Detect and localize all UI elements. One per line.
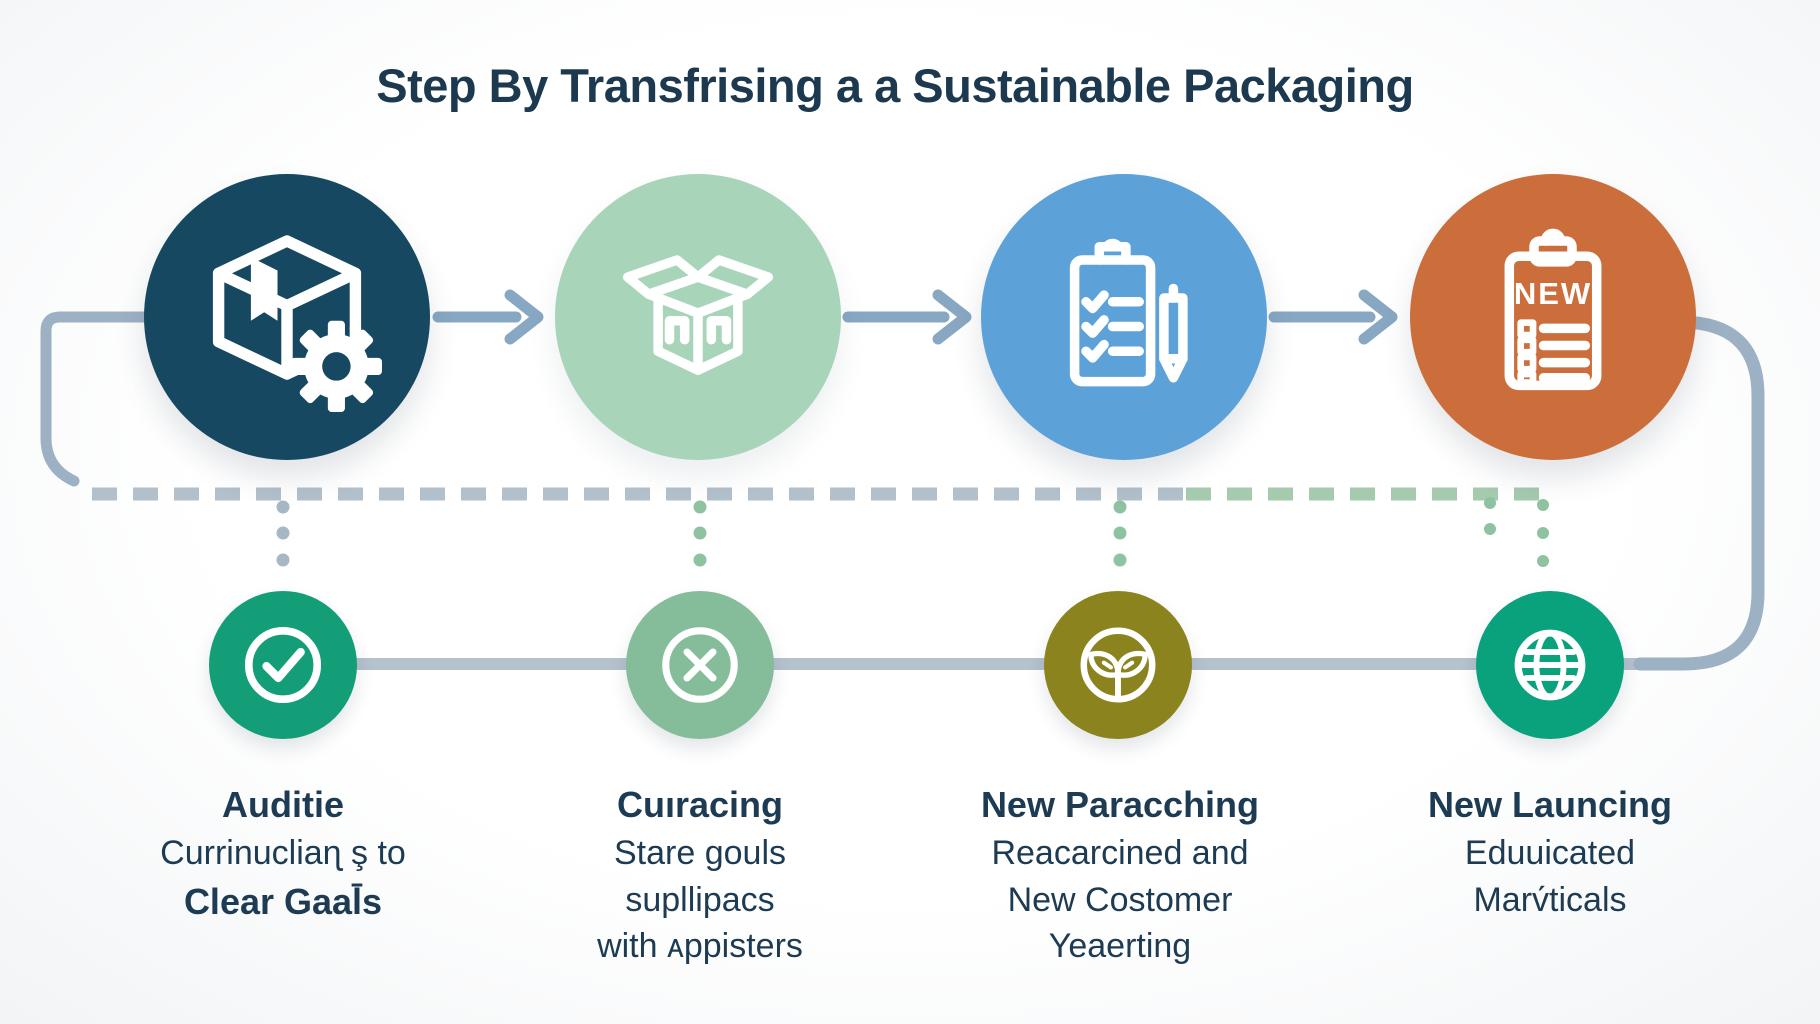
step-3-circle <box>981 174 1267 460</box>
step-4-status-circle <box>1476 591 1624 739</box>
gear-icon <box>290 320 382 412</box>
caption-line: Stare gouls <box>614 833 786 872</box>
arrow-step1-step2 <box>432 289 544 345</box>
new-clipboard-icon <box>1504 228 1602 391</box>
dotted-drop-step1 <box>276 500 290 567</box>
dotted-drop-step4 <box>1484 497 1549 567</box>
caption-line: Eduuicated <box>1464 833 1636 872</box>
sprout-icon <box>1080 627 1156 703</box>
right-return-path <box>1633 315 1765 671</box>
check-icon <box>244 626 322 704</box>
checklist-pencil-icon <box>1069 238 1188 387</box>
caption-line: Currinucliaɳ ş to <box>160 833 406 872</box>
caption-line: New Launcing <box>1427 784 1673 825</box>
step-2-status-circle <box>626 591 774 739</box>
caption-line: Marv́ticals <box>1473 880 1627 919</box>
left-loop-path <box>40 311 166 487</box>
x-circle-icon <box>662 627 738 703</box>
step-2-circle <box>555 174 841 460</box>
arrow-step3-step4 <box>1268 289 1398 345</box>
new-clipboard-label: NEW <box>1513 276 1593 311</box>
caption-line: Auditie <box>222 784 344 825</box>
dotted-drop-step3 <box>1113 500 1127 567</box>
dotted-drop-step2 <box>693 500 707 567</box>
step-1-circle <box>144 174 430 460</box>
arrow-step2-step3 <box>842 289 972 345</box>
globe-icon <box>1514 629 1586 701</box>
open-box-icon <box>622 255 774 375</box>
caption-line: Reacarcined and <box>991 833 1249 872</box>
step-4-circle: NEW <box>1410 174 1696 460</box>
caption-line: New Costomer <box>1007 880 1233 919</box>
caption-line: Cuıracing <box>616 784 784 825</box>
caption-line: Yeaerting <box>1048 927 1192 966</box>
step-3-status-circle <box>1044 591 1192 739</box>
step-4-caption: New Launcing Eduuicated Marv́ticals <box>1360 780 1740 923</box>
caption-line: supllipacs <box>625 880 775 919</box>
caption-line: New Paracching <box>980 784 1260 825</box>
package-gear-icon <box>212 235 382 412</box>
page-title: Step By Transfrising a a Sustainable Pac… <box>376 59 1414 112</box>
step-1-status-circle <box>209 591 357 739</box>
caption-line: with ᴀppisters <box>597 927 803 966</box>
step-1-caption: Auditie Currinucliaɳ ş to Clear Gaal̄s <box>93 780 473 926</box>
step-2-caption: Cuıracing Stare gouls supllipacs with ᴀp… <box>510 780 890 970</box>
step-3-caption: New Paracching Reacarcined and New Costo… <box>930 780 1310 970</box>
caption-line: Clear Gaal̄s <box>183 880 383 922</box>
